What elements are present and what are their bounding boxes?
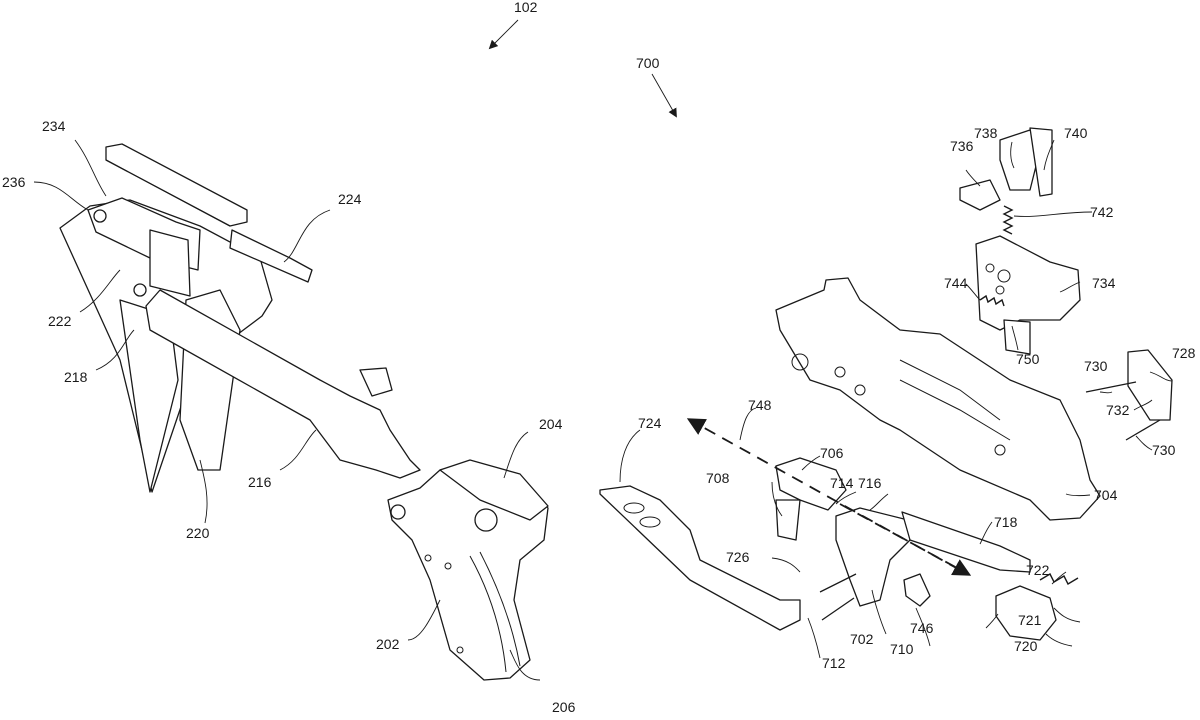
label-744: 744	[944, 275, 968, 291]
pin-712	[821, 597, 855, 621]
label-224: 224	[338, 191, 362, 207]
label-234: 234	[42, 118, 66, 134]
spring-722	[1039, 573, 1079, 585]
sear-housing-734	[975, 235, 1081, 331]
label-708: 708	[706, 470, 730, 486]
label-724: 724	[638, 415, 662, 431]
label-738: 738	[974, 125, 998, 141]
label-704: 704	[1094, 487, 1118, 503]
connector-tab-224	[229, 229, 313, 283]
label-714: 714	[830, 475, 854, 491]
pin-726	[819, 573, 857, 593]
label-730-lower: 730	[1152, 442, 1176, 458]
cam-block	[149, 229, 191, 297]
label-102: 102	[514, 0, 538, 15]
label-740: 740	[1064, 125, 1088, 141]
pin-730-lower	[1125, 419, 1161, 441]
label-216: 216	[248, 474, 272, 490]
label-718: 718	[994, 514, 1018, 530]
plate-740	[1029, 127, 1053, 197]
label-730-upper: 730	[1084, 358, 1108, 374]
block-720	[995, 585, 1057, 641]
label-726: 726	[726, 549, 750, 565]
trigger-pivot-hole	[390, 504, 406, 520]
label-710: 710	[890, 641, 914, 657]
label-722: 722	[1026, 562, 1050, 578]
lug-750	[1003, 319, 1031, 355]
trigger-702	[835, 507, 911, 607]
bar-hook	[359, 367, 393, 397]
label-222: 222	[48, 313, 72, 329]
label-702: 702	[850, 631, 874, 647]
pin-730-upper	[1085, 381, 1137, 393]
label-746: 746	[910, 620, 934, 636]
assembly-arrow-748-right	[839, 503, 972, 576]
assembly-102: 102 234 236 224 222 218 216 220 204 202 …	[2, 0, 576, 715]
label-728: 728	[1172, 345, 1196, 361]
label-202: 202	[376, 636, 400, 652]
plate-728	[1127, 349, 1173, 421]
label-236: 236	[2, 174, 26, 190]
label-720: 720	[1014, 638, 1038, 654]
label-742: 742	[1090, 204, 1114, 220]
assembly-700-arrow	[651, 73, 677, 118]
bar-718	[901, 511, 1031, 573]
assembly-102-arrow	[488, 19, 519, 50]
pin-236	[93, 209, 107, 223]
label-721: 721	[1018, 612, 1042, 628]
label-700: 700	[636, 55, 660, 71]
label-206: 206	[552, 699, 576, 715]
label-218: 218	[64, 369, 88, 385]
label-706: 706	[820, 445, 844, 461]
trigger-bar-216	[145, 289, 421, 479]
label-750: 750	[1016, 351, 1040, 367]
sear-736	[959, 179, 1001, 211]
pin-hole	[133, 283, 147, 297]
label-712: 712	[822, 655, 846, 671]
spring-744	[979, 294, 1005, 307]
trigger-bar-724	[599, 485, 801, 631]
label-748: 748	[748, 397, 772, 413]
assembly-700: 700 738 740 736 742 744 734 750 728 730 …	[599, 55, 1196, 671]
label-736: 736	[950, 138, 974, 154]
label-204: 204	[539, 416, 563, 432]
label-220: 220	[186, 525, 210, 541]
trigger-housing-204	[439, 459, 549, 521]
trigger-pin-hole	[474, 508, 498, 532]
part-710	[903, 573, 931, 607]
label-716: 716	[858, 475, 882, 491]
label-732: 732	[1106, 402, 1130, 418]
lever-708	[775, 499, 801, 541]
label-734: 734	[1092, 275, 1116, 291]
spring-742	[1002, 205, 1014, 235]
